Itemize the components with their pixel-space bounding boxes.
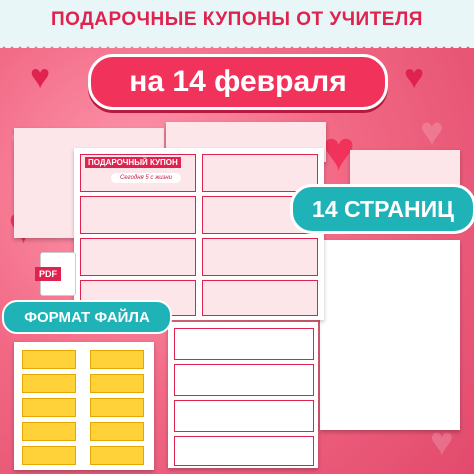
heart-icon: ♥ [322, 119, 356, 182]
preview-sheet [320, 240, 460, 430]
date-text: на 14 февраля [129, 65, 347, 98]
heart-icon: ♥ [404, 58, 425, 96]
yellow-coupon-sheet [14, 342, 154, 470]
coupon [174, 436, 314, 466]
pdf-label: PDF [35, 267, 61, 281]
coupon [202, 280, 318, 316]
coupon [22, 398, 76, 417]
coupon [174, 400, 314, 432]
coupon [22, 446, 76, 465]
coupon [80, 238, 196, 276]
coupon [22, 350, 76, 369]
coupon [90, 446, 144, 465]
pdf-file-icon: PDF [35, 252, 76, 296]
page-count-text: 14 СТРАНИЦ [312, 195, 454, 222]
page-count-badge: 14 СТРАНИЦ [290, 184, 474, 234]
file-format-text: ФОРМАТ ФАЙЛА [24, 308, 150, 326]
coupon-sheet-secondary [168, 322, 318, 468]
heart-icon: ♥ [30, 58, 51, 96]
coupon [174, 364, 314, 396]
coupon [90, 398, 144, 417]
coupon-subtitle: Сегодня 5 с жизни [111, 173, 181, 183]
date-banner: на 14 февраля [88, 54, 388, 110]
file-format-badge: ФОРМАТ ФАЙЛА [2, 300, 172, 334]
coupon [202, 154, 318, 192]
page-title: ПОДАРОЧНЫЕ КУПОНЫ ОТ УЧИТЕЛЯ [51, 9, 423, 30]
coupon [90, 422, 144, 441]
coupon: ПОДАРОЧНЫЙ КУПОН Сегодня 5 с жизни [80, 154, 196, 192]
banner-zigzag-edge [0, 40, 474, 48]
coupon-title: ПОДАРОЧНЫЙ КУПОН [85, 157, 181, 168]
coupon [80, 196, 196, 234]
coupon [202, 238, 318, 276]
coupon [90, 350, 144, 369]
header-banner: ПОДАРОЧНЫЕ КУПОНЫ ОТ УЧИТЕЛЯ [0, 0, 474, 40]
coupon-sheet-main: ПОДАРОЧНЫЙ КУПОН Сегодня 5 с жизни [74, 148, 324, 320]
coupon [90, 374, 144, 393]
coupon [22, 374, 76, 393]
coupon [174, 328, 314, 360]
coupon [22, 422, 76, 441]
